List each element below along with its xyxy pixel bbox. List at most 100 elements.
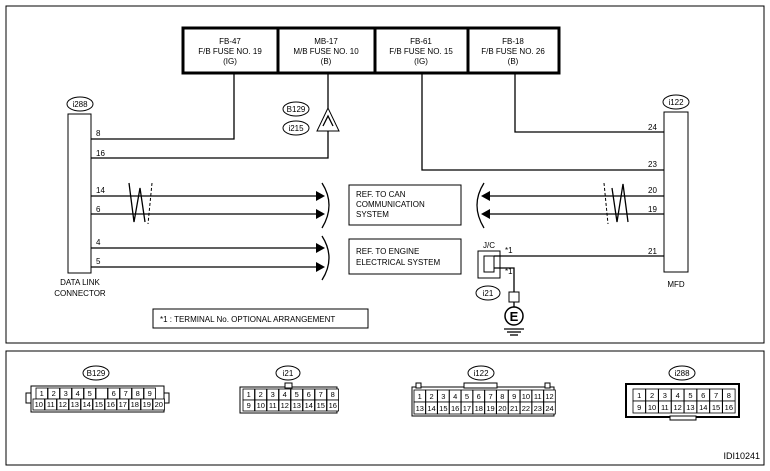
pin-number: 5: [688, 391, 692, 400]
pin-number: 7: [488, 392, 492, 401]
pin-number: 24: [545, 404, 553, 413]
pin-cell: [314, 399, 327, 412]
pin-number: 15: [95, 400, 103, 409]
pin-number: 12: [545, 392, 553, 401]
connector-tag-b129: [282, 101, 310, 117]
pin-number: 9: [637, 403, 641, 412]
pin-number: 18: [131, 400, 139, 409]
pin-number: 14: [699, 403, 707, 412]
pin-number: 11: [661, 403, 669, 412]
pin-number: 11: [47, 400, 55, 409]
pin-cell: [116, 398, 129, 411]
pin-number: 5: [465, 392, 469, 401]
pin-number: 14: [427, 404, 435, 413]
ground-terminal: [508, 291, 520, 303]
pin-number: 3: [441, 392, 445, 401]
pin-number: 6: [477, 392, 481, 401]
fuse-id: MB-17: [314, 37, 338, 46]
pin-number: 7: [124, 389, 128, 398]
arrow-right-icon: [316, 191, 325, 201]
pin-number: 2: [650, 391, 654, 400]
connector-tag-label: B129: [287, 105, 306, 114]
pin-number: 10: [648, 403, 656, 412]
ref-arrows-right: [476, 182, 490, 229]
dlc-pin: 14: [96, 186, 105, 195]
pin-number: 12: [281, 401, 289, 410]
pin-number: 19: [143, 400, 151, 409]
connector-tag-i122: [662, 94, 690, 110]
dlc-label: CONNECTOR: [54, 289, 106, 298]
dlc-pin: 4: [96, 238, 101, 247]
connector-tag-label: i288: [72, 100, 88, 109]
note-box: *1 : TERMINAL No. OPTIONAL ARRANGEMENT: [152, 308, 369, 329]
connector-tag-i215: [282, 120, 310, 136]
mfd-pin: 19: [648, 205, 657, 214]
jc-mark: *1: [505, 267, 513, 276]
pin-number: 11: [269, 401, 277, 410]
pin-number: 4: [283, 390, 287, 399]
splice-b129-i215: B129 i215: [282, 101, 340, 136]
pin-number: 15: [317, 401, 325, 410]
pin-number: 6: [112, 389, 116, 398]
pin-number: 14: [83, 400, 91, 409]
pin-number: 1: [247, 390, 251, 399]
pin-number: 13: [416, 404, 424, 413]
pin-number: 16: [329, 401, 337, 410]
pin-cell: [242, 399, 255, 412]
pin-cell: [290, 399, 303, 412]
mfd-pin: 24: [648, 123, 657, 132]
ref-can-box: REF. TO CAN COMMUNICATION SYSTEM: [348, 184, 462, 226]
mfd-pin: 21: [648, 247, 657, 256]
jc-label: J/C: [483, 241, 495, 250]
fuse-block: FB-47 F/B FUSE NO. 19 (IG) MB-17 M/B FUS…: [181, 26, 561, 75]
pin-cell: [254, 399, 267, 412]
fuse-supply: (B): [508, 57, 519, 66]
pin-cell: [44, 398, 57, 411]
wire-mfd23-fb61: [421, 73, 664, 171]
pin-number: 6: [307, 390, 311, 399]
mfd-unit: i122 MFD 24 23 20 19 21: [648, 94, 690, 289]
pin-number: 3: [64, 389, 68, 398]
connector-tag-i288: [66, 96, 94, 112]
schematic-frame: [5, 5, 765, 344]
pin-number: 17: [463, 404, 471, 413]
ground-label: E: [510, 309, 519, 324]
pin-number: 9: [512, 392, 516, 401]
ref-can-text: REF. TO CAN: [356, 190, 406, 199]
pin-cell: [92, 398, 105, 411]
pin-number: 22: [522, 404, 530, 413]
pin-number: 8: [727, 391, 731, 400]
fuse-supply: (IG): [223, 57, 237, 66]
splice-triangle: [316, 106, 340, 132]
wire-pin16-mb17: [91, 131, 329, 159]
joint-connector: J/C *1 *1 i21 E: [475, 241, 524, 336]
note-text: *1 : TERMINAL No. OPTIONAL ARRANGEMENT: [160, 315, 335, 324]
pin-cell: [104, 398, 117, 411]
pin-cell: [95, 387, 108, 400]
pin-number: 7: [319, 390, 323, 399]
pin-number: 13: [71, 400, 79, 409]
pin-number: 3: [271, 390, 275, 399]
mfd-pin: 23: [648, 160, 657, 169]
pin-cell: [56, 398, 69, 411]
pin-number: 11: [534, 392, 542, 401]
pin-cell: [278, 399, 291, 412]
bracket-arc: [321, 235, 330, 281]
pin-number: 2: [429, 392, 433, 401]
mfd-pin: 20: [648, 186, 657, 195]
connector-view-label: i288: [674, 369, 690, 378]
pin-number: 17: [119, 400, 127, 409]
arrow-right-icon: [316, 243, 325, 253]
ref-engine-box: REF. TO ENGINE ELECTRICAL SYSTEM: [348, 238, 462, 275]
jc-mark: *1: [505, 246, 513, 255]
fuse-supply: (IG): [414, 57, 428, 66]
fuse-block-outline: [181, 26, 561, 75]
pin-number: 1: [40, 389, 44, 398]
pin-cell: [302, 399, 315, 412]
pin-number: 15: [439, 404, 447, 413]
connector-view-label: i122: [473, 369, 489, 378]
pin-number: 16: [451, 404, 459, 413]
mfd-label: MFD: [667, 280, 685, 289]
